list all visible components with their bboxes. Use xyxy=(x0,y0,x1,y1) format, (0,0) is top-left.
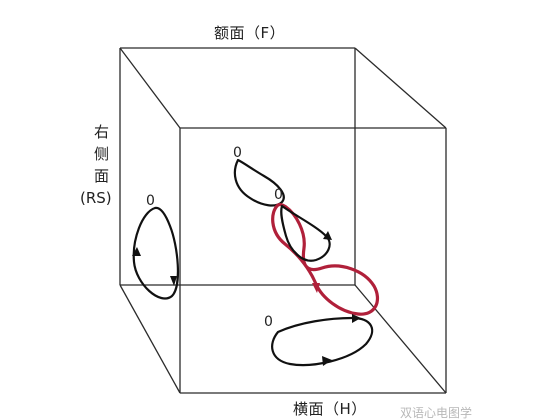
right-sagittal-plane-label: 右 侧 面 (RS) xyxy=(80,123,112,207)
right-sagittal-label-char-3: 面 xyxy=(94,167,109,185)
horizontal-loop-path xyxy=(271,316,374,367)
origin-marker-sagittal: 0 xyxy=(146,193,155,209)
spatial-loop-arrow-icon xyxy=(312,283,320,293)
right-sagittal-label-abbr: (RS) xyxy=(80,189,112,207)
frontal-loop-path xyxy=(233,158,285,207)
origin-marker-spatial: 0 xyxy=(274,187,283,203)
spatial-loop-path xyxy=(271,203,380,316)
sagittal-loop-path xyxy=(132,206,180,300)
crossing-loop-arrow-icon xyxy=(323,231,332,240)
sagittal-loop-arrow-2-icon xyxy=(132,247,141,256)
spatial-vector-loop xyxy=(271,203,380,316)
cube-depth-edges xyxy=(119,47,447,394)
depth-edge-bottom-right xyxy=(354,284,447,394)
horizontal-plane-label: 横面（H） xyxy=(293,400,367,418)
depth-edge-top-left xyxy=(119,47,181,129)
horizontal-loop-arrow-icon xyxy=(322,356,332,366)
horizontal-loop-arrow-2-icon xyxy=(352,314,361,323)
watermark-text: 双语心电图学 xyxy=(400,405,472,419)
sagittal-projection-loop xyxy=(132,206,180,300)
sagittal-loop-arrow-icon xyxy=(170,276,177,286)
right-sagittal-label-char-2: 侧 xyxy=(94,145,109,163)
horizontal-projection-loop xyxy=(271,314,374,367)
crossing-loop-path xyxy=(280,204,331,262)
cube-back-face xyxy=(119,47,356,286)
right-sagittal-label-char-1: 右 xyxy=(94,123,109,141)
cube-front-face xyxy=(179,127,447,394)
frontal-plane-label: 额面（F） xyxy=(214,24,285,42)
origin-marker-horizontal: 0 xyxy=(264,314,273,330)
frontal-projection-loop xyxy=(233,158,285,207)
depth-edge-top-right xyxy=(354,47,447,129)
origin-marker-frontal: 0 xyxy=(233,145,242,161)
frontal-crossing-loop xyxy=(280,204,332,262)
depth-edge-bottom-left xyxy=(119,284,181,394)
